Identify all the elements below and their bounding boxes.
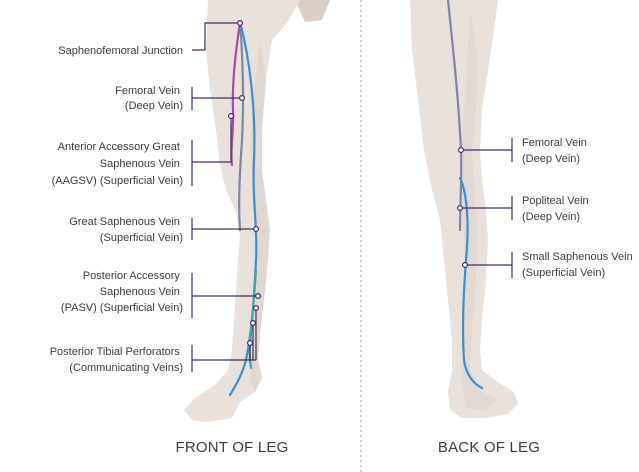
label-great-saphenous-vein: Great Saphenous Vein (Superficial Vein) <box>69 216 183 244</box>
label-popliteal-vein: Popliteal Vein (Deep Vein) <box>522 195 592 223</box>
front-other-leg-shape <box>295 0 330 22</box>
front-leg-shape <box>184 0 300 422</box>
marker-great-saphenous <box>253 226 260 233</box>
back-leg-shading <box>460 10 498 410</box>
marker-femoral-vein-front <box>239 94 246 101</box>
marker-femoral-vein-back <box>458 147 465 154</box>
front-great-saphenous-vein-path <box>228 20 258 397</box>
front-anterior-accessory-vein-path <box>230 20 242 167</box>
front-leader-lines <box>191 20 262 372</box>
caption-back-of-leg: BACK OF LEG <box>438 439 540 456</box>
front-labels: Saphenofemoral Junction Femoral Vein (De… <box>50 45 183 374</box>
label-pasv: Posterior Accessory Saphenous Vein (PASV… <box>61 270 183 314</box>
caption-front-of-leg: FRONT OF LEG <box>176 439 289 456</box>
label-small-saphenous-vein: Small Saphenous Vein (Superficial Vein) <box>522 251 636 279</box>
leader-saphenofemoral-junction <box>192 22 240 51</box>
marker-saphenofemoral-junction <box>237 20 244 27</box>
front-leg-illustration <box>184 0 330 422</box>
marker-aagsv <box>228 112 235 119</box>
leader-aagsv <box>192 116 232 163</box>
back-labels: Femoral Vein (Deep Vein) Popliteal Vein … <box>522 137 636 279</box>
back-leader-lines <box>457 138 513 278</box>
marker-pasv <box>255 293 262 300</box>
label-femoral-vein-front: Femoral Vein (Deep Vein) <box>115 85 183 112</box>
label-femoral-vein-back: Femoral Vein (Deep Vein) <box>522 137 590 165</box>
back-leg-shape <box>410 0 518 418</box>
front-femoral-vein-path <box>238 20 245 232</box>
marker-small-saphenous <box>462 262 469 269</box>
back-leg-illustration <box>410 0 518 418</box>
label-perforators: Posterior Tibial Perforators (Communicat… <box>50 346 183 374</box>
back-femoral-popliteal-vein-path <box>446 0 463 232</box>
marker-popliteal-vein <box>457 205 464 212</box>
marker-perforator-3 <box>253 305 260 312</box>
back-small-saphenous-vein-path <box>458 176 484 390</box>
marker-perforator-1 <box>247 340 254 347</box>
label-saphenofemoral-junction: Saphenofemoral Junction <box>58 45 183 57</box>
marker-perforator-2 <box>250 320 257 327</box>
label-aagsv: Anterior Accessory Great Saphenous Vein … <box>52 141 183 187</box>
